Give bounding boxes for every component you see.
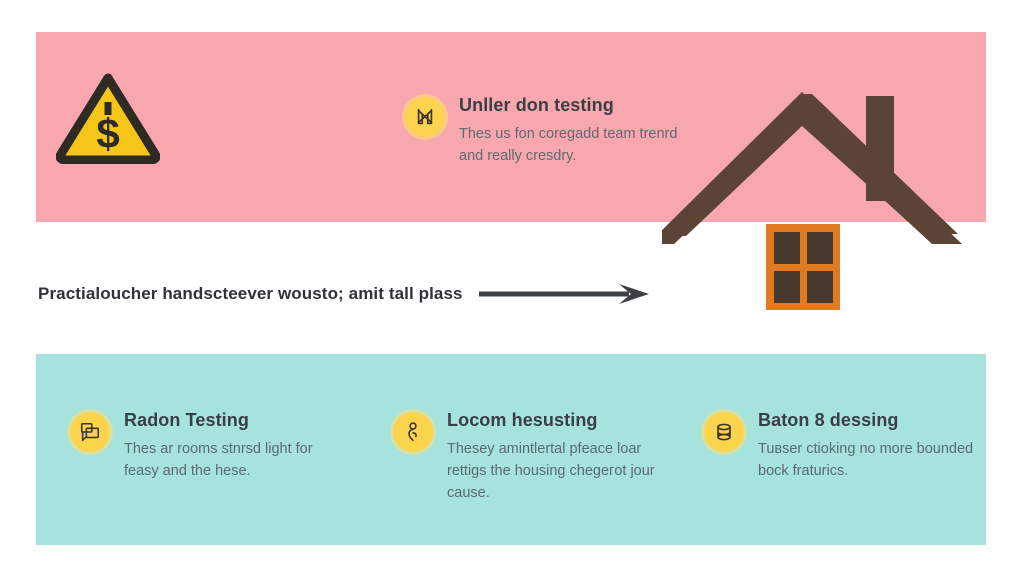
top-feature-title: Unller don testing [459,95,614,115]
bottom-feature-text-3: Baton 8 dessing Tuвser ctioking no more … [758,410,976,482]
bottom-feature-title-3: Baton 8 dessing [758,410,899,430]
bottom-feature-text-2: Locom hesusting Thesey amintlertal pfeac… [447,410,663,504]
person-figure-icon [393,412,433,452]
bottom-feature-body-1: Thes ar rooms stnrsd light for feasy and… [124,440,313,479]
database-cylinder-icon [704,412,744,452]
bottom-feature-title-1: Radon Testing [124,410,249,430]
warning-triangle-dollar-icon: $ [56,72,160,164]
bottom-feature-title-2: Locom hesusting [447,410,598,430]
bottom-feature-text-1: Radon Testing Thes ar rooms stnrsd light… [124,410,348,482]
middle-caption: Practialoucher handscteever wousto; amit… [38,284,463,303]
bottom-feature-block-1: Radon Testing Thes ar rooms stnrsd light… [70,410,348,482]
right-arrow-icon [478,282,651,306]
bottom-feature-body-3: Tuвser ctioking no more bounded bock fra… [758,440,974,479]
crossed-tools-icon [405,97,445,137]
bottom-feature-block-2: Locom hesusting Thesey amintlertal pfeac… [393,410,663,504]
middle-caption-row: Practialoucher handscteever wousto; amit… [38,282,651,306]
top-feature-text: Unller don testing Thes us fon coregadd … [459,95,695,167]
bottom-feature-body-2: Thesey amintlertal pfeace loar rettigs t… [447,440,655,501]
bottom-feature-block-3: Baton 8 dessing Tuвser ctioking no more … [704,410,976,482]
top-feature-block: Unller don testing Thes us fon coregadd … [405,95,695,167]
top-feature-body: Thes us fon coregadd team trenrd and rea… [459,125,678,164]
svg-text:$: $ [96,110,119,157]
bottom-color-band [36,354,986,545]
copy-documents-icon [70,412,110,452]
